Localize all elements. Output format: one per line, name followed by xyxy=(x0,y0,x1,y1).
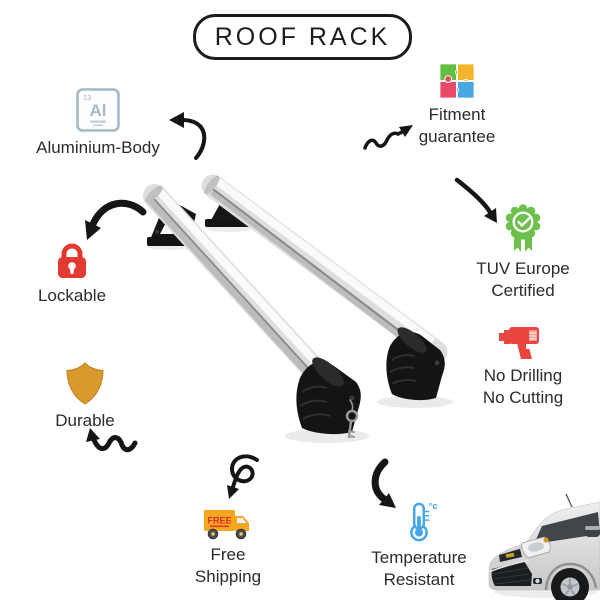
padlock-icon xyxy=(58,243,86,278)
feature-lockable: Lockable xyxy=(22,241,122,307)
arrow-to-fitment xyxy=(363,125,413,150)
thermometer-icon: °c xyxy=(410,501,438,542)
car-fog-light xyxy=(535,578,540,584)
truck-free-text: FREE xyxy=(207,516,231,526)
arrow-to-lockable xyxy=(85,199,147,240)
page-title: ROOF RACK xyxy=(193,14,412,60)
feature-label-lockable: Lockable xyxy=(37,286,107,305)
element-number: 13 xyxy=(83,93,91,102)
puzzle-icon xyxy=(439,63,475,99)
feature-label-tuv-certified: TUV Europe Certified xyxy=(476,259,570,300)
car-mirror xyxy=(585,526,600,537)
feature-label-no-drilling: No Drilling No Cutting xyxy=(482,366,564,407)
certified-badge-icon xyxy=(505,204,541,252)
feature-durable: Durable xyxy=(35,362,135,432)
feature-label-aluminium-body: Aluminium-Body xyxy=(36,138,160,157)
mounting-foot-rear-bottom xyxy=(386,327,445,401)
crossbar-front xyxy=(143,184,354,412)
car-grille-upper xyxy=(499,549,522,562)
product-shadows xyxy=(146,224,453,443)
mounting-foot-front-top xyxy=(147,198,199,246)
feature-label-fitment-guarantee: Fitment guarantee xyxy=(418,105,496,146)
feature-fitment-guarantee: Fitment guarantee xyxy=(407,62,507,148)
feature-no-drilling: No Drilling No Cutting xyxy=(475,321,571,409)
car-headlight xyxy=(521,536,551,559)
page-title-text: ROOF RACK xyxy=(214,22,391,51)
car-brand-logo xyxy=(505,552,515,559)
feature-label-temperature-resistant: Temperature Resistant xyxy=(371,548,467,589)
element-symbol: Al xyxy=(90,101,107,120)
feature-tuv-certified: TUV Europe Certified xyxy=(467,202,579,302)
aluminium-element-icon: 13 Al xyxy=(76,88,120,132)
mounting-foot-front-bottom xyxy=(296,357,361,435)
drill-icon xyxy=(499,327,539,359)
crossbar-rear xyxy=(201,174,448,364)
car-antenna xyxy=(565,493,573,508)
shipping-truck-icon: FREE xyxy=(204,510,249,540)
lock-key xyxy=(345,399,359,439)
shield-icon xyxy=(66,362,104,405)
mounting-foot-rear-top xyxy=(205,191,255,227)
feature-label-durable: Durable xyxy=(55,411,115,430)
feature-aluminium-body: 13 Al Aluminium-Body xyxy=(8,87,188,159)
arrow-to-free-shipping xyxy=(227,454,259,499)
car-windshield xyxy=(534,512,600,544)
temp-unit-text: °c xyxy=(429,501,438,512)
car-image xyxy=(488,493,600,600)
car-body xyxy=(488,501,600,591)
feature-free-shipping: FREE Free Shipping xyxy=(178,506,278,588)
car-wheel xyxy=(551,568,589,600)
feature-label-free-shipping: Free Shipping xyxy=(194,545,262,586)
feature-temperature-resistant: °c Temperature Resistant xyxy=(360,501,478,591)
car-grille-lower xyxy=(491,561,532,586)
